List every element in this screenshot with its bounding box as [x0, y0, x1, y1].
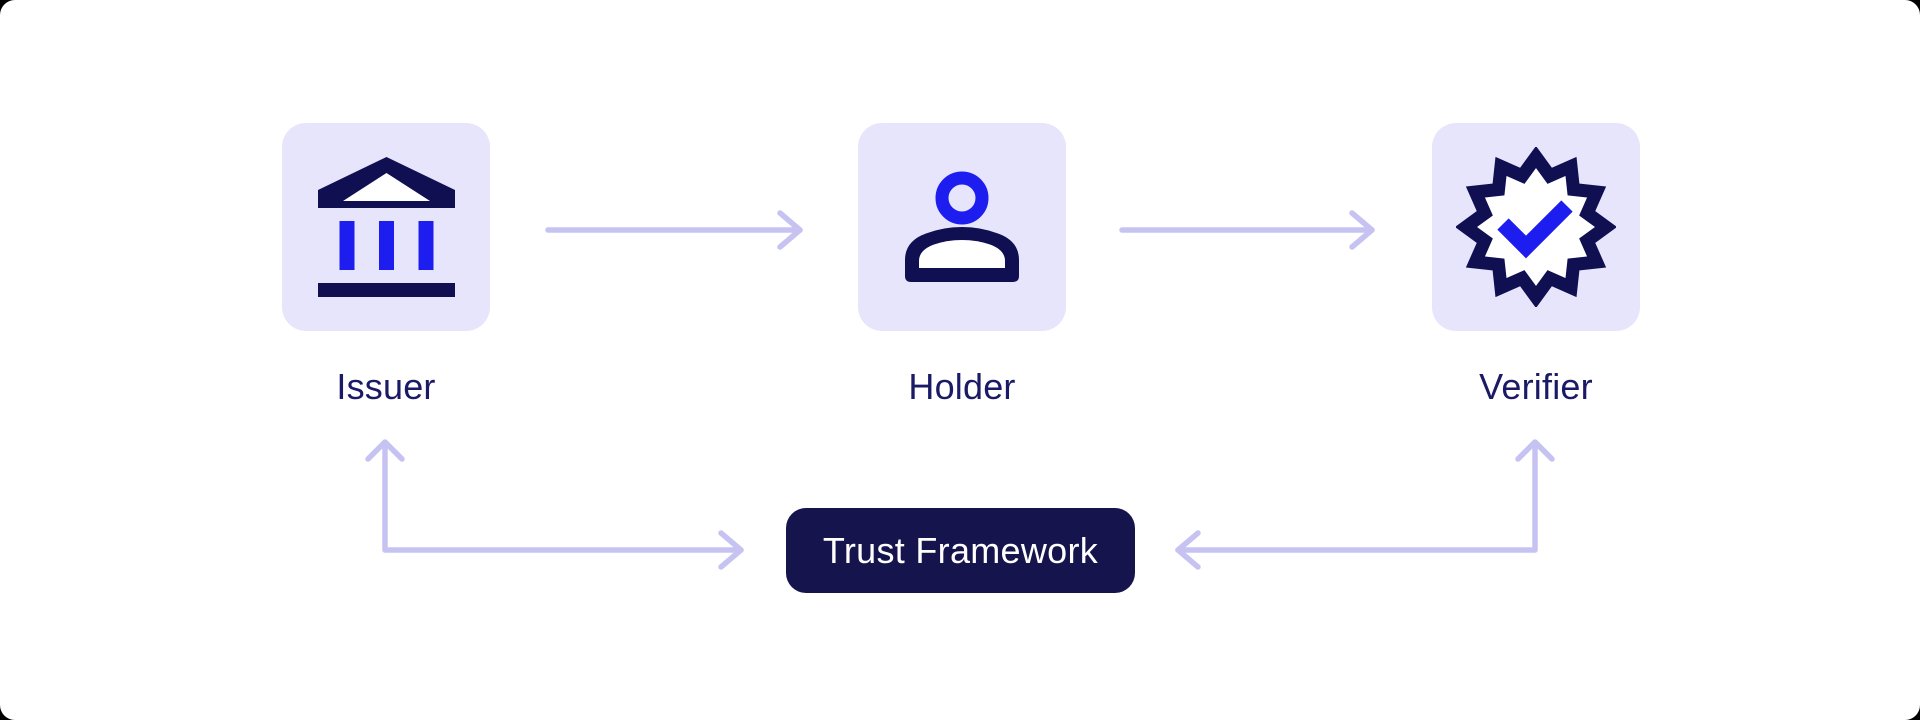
verified-badge-icon	[1456, 147, 1616, 307]
issuer-card	[282, 123, 490, 331]
node-holder: Holder	[858, 123, 1066, 409]
verifier-label: Verifier	[1479, 366, 1593, 407]
trust-framework-label: Trust Framework	[822, 529, 1099, 571]
holder-label: Holder	[908, 366, 1016, 407]
trust-framework-box: Trust Framework	[786, 508, 1135, 593]
node-verifier: Verifier	[1432, 123, 1640, 409]
person-icon	[905, 171, 1019, 282]
arrow-holder-to-verifier	[1119, 210, 1375, 250]
verifier-card	[1432, 123, 1640, 331]
bank-icon	[317, 157, 455, 297]
elbow-arrow-trust-verifier	[1175, 439, 1555, 570]
node-issuer: Issuer	[282, 123, 490, 409]
holder-card	[858, 123, 1066, 331]
issuer-label: Issuer	[336, 366, 436, 407]
elbow-arrow-trust-issuer	[365, 439, 744, 570]
arrow-issuer-to-holder	[545, 210, 803, 250]
